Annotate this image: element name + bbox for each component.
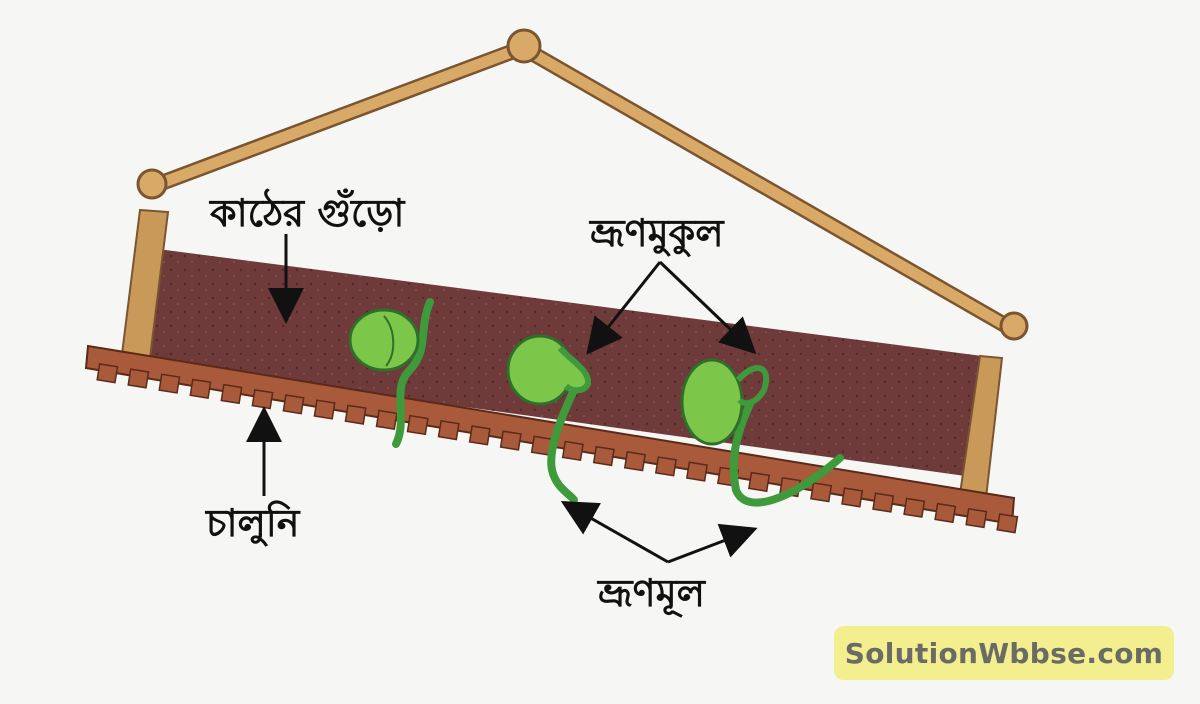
sieve-tooth: [841, 487, 864, 508]
sieve-tooth: [375, 409, 398, 431]
sieve-tooth: [561, 440, 584, 462]
left-hook-icon: [136, 168, 168, 200]
roof-frame: [136, 28, 1029, 341]
sieve-tooth: [251, 388, 274, 410]
sieve-teeth: [96, 363, 1019, 534]
top-hook-icon: [506, 28, 542, 64]
sieve-tooth: [810, 482, 833, 503]
radicle-label: ভ্রূণমূল: [596, 571, 707, 618]
sieve-tooth: [748, 471, 771, 493]
watermark-badge: SolutionWbbse.com: [834, 626, 1174, 680]
sieve-tooth: [96, 363, 119, 384]
plumule-label: ভ্রূণমুকুল: [588, 211, 725, 258]
sieve-tooth: [872, 492, 895, 513]
sieve-tooth: [903, 497, 926, 518]
sieve-label: চালুনি: [204, 500, 301, 548]
seedling-1: [348, 298, 434, 448]
sieve-tooth: [406, 414, 429, 436]
right-hook-icon: [999, 311, 1029, 341]
seedling-3: [680, 358, 844, 507]
sieve-tooth: [934, 502, 957, 524]
sieve-tooth: [654, 456, 677, 477]
sieve-tooth: [313, 399, 336, 420]
label-arrows: [246, 234, 758, 564]
sieve-tooth: [158, 373, 181, 394]
sieve-tooth: [996, 513, 1019, 534]
sieve-tooth: [127, 368, 150, 389]
sieve-tooth: [499, 430, 522, 451]
sawdust-label: কাঠের গুঁড়ো: [208, 188, 406, 235]
sieve-tooth: [965, 507, 988, 529]
sieve-tooth: [437, 420, 460, 441]
sieve-tooth: [189, 378, 212, 399]
sieve: [84, 344, 1019, 534]
sieve-tooth: [685, 461, 708, 482]
sieve-tooth: [623, 451, 646, 472]
seedling-2: [506, 334, 592, 504]
sieve-tooth: [220, 383, 243, 405]
sieve-tooth: [282, 394, 305, 415]
sieve-tooth: [344, 404, 367, 425]
sieve-tooth: [468, 425, 491, 446]
sieve-tooth: [592, 445, 615, 467]
